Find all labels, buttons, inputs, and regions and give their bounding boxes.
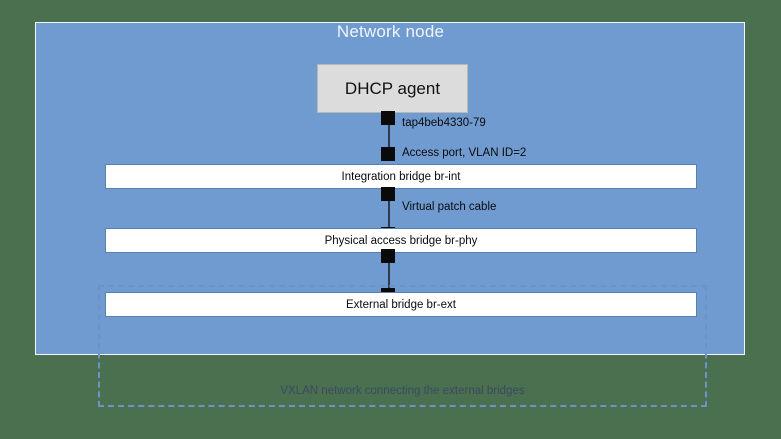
connector-line-brphy-to-brext — [388, 256, 390, 294]
node-dhcp-agent: DHCP agent — [317, 64, 468, 113]
node-physical-access-bridge-label: Physical access bridge br-phy — [324, 234, 478, 247]
edge-label-tap-device: tap4beb4330-79 — [402, 117, 486, 129]
port-square-brphy-bottom — [381, 249, 395, 263]
vxlan-network-label: VXLAN network connecting the external br… — [280, 385, 525, 397]
port-square-access-port — [381, 147, 395, 161]
node-external-bridge: External bridge br-ext — [105, 292, 697, 317]
edge-label-virtual-patch-cable: Virtual patch cable — [402, 201, 497, 213]
node-physical-access-bridge: Physical access bridge br-phy — [105, 228, 697, 253]
connector-line-brint-to-brphy — [388, 194, 390, 234]
connector-line-dhcp-to-brint — [388, 118, 390, 154]
port-square-tap-device — [381, 111, 395, 125]
port-square-brint-bottom — [381, 187, 395, 201]
page-title: Network node — [336, 22, 445, 41]
vxlan-network-region — [98, 285, 707, 407]
node-external-bridge-label: External bridge br-ext — [346, 298, 456, 311]
node-integration-bridge-label: Integration bridge br-int — [341, 170, 461, 183]
node-dhcp-agent-label: DHCP agent — [344, 78, 441, 98]
node-integration-bridge: Integration bridge br-int — [105, 164, 697, 189]
edge-label-access-port: Access port, VLAN ID=2 — [402, 147, 527, 159]
